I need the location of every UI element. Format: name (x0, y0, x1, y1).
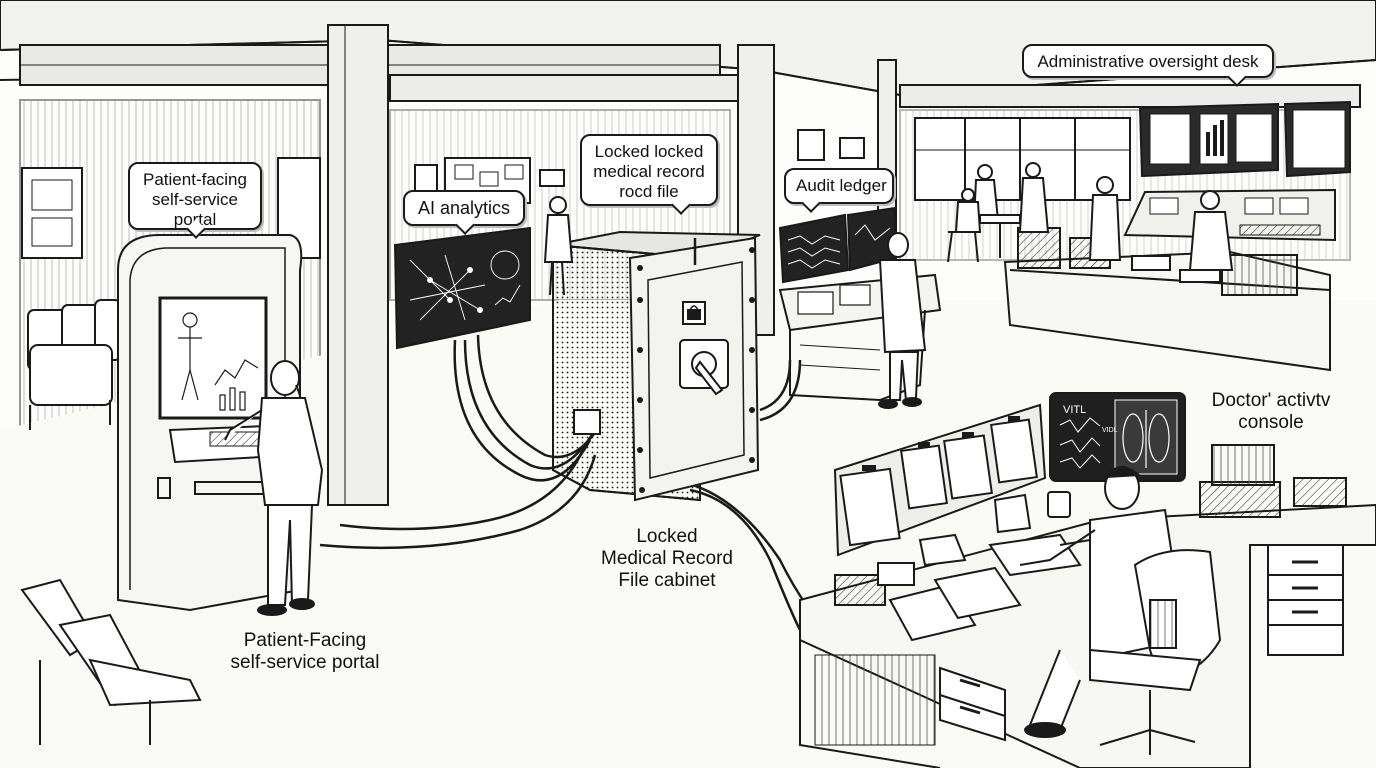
callout-patient-portal-line-1: Patient-facing (143, 170, 247, 189)
waiting-chairs-front (20, 578, 202, 745)
label-doctor-console-line-1: Doctor' activtv (1211, 390, 1331, 411)
desk-drawers-left (939, 666, 1006, 742)
callout-locked-file-line-3: rocd file (619, 182, 679, 201)
clipboard-clip-icon (862, 416, 1020, 471)
waiting-chairs-back (27, 299, 122, 430)
admin-wall-display-main (1138, 102, 1279, 178)
neural-network-graphic (409, 250, 521, 321)
callout-patient-portal-line-3: portal (173, 210, 217, 229)
ai-analytics-monitor (393, 226, 531, 350)
label-cabinet: Locked Medical Record File cabinet (592, 526, 742, 592)
label-doctor-console: Doctor' activtv console (1196, 390, 1346, 434)
background-staff-figure (543, 196, 574, 296)
admin-desk (1003, 227, 1331, 372)
locked-medical-record-cabinet (552, 230, 761, 502)
lock-icon (687, 305, 701, 320)
label-portal-floor-line-2: self-service portal (230, 652, 380, 673)
callout-patient-portal-line-2: self-service (152, 190, 238, 209)
callout-patient-portal: Patient-facing self-service portal (128, 162, 262, 230)
support-columns (327, 24, 897, 506)
chest-xray-icon (1122, 410, 1170, 468)
label-doctor-console-line-2: console (1238, 412, 1304, 433)
admin-staff-figures (947, 162, 1234, 271)
vitals-monitor: VITL VIDL (1049, 392, 1186, 482)
admin-control-console (1123, 188, 1336, 242)
cabinet-handle (679, 339, 729, 396)
callout-locked-file-line-1: Locked locked (594, 142, 704, 161)
audit-ledger-station (778, 206, 942, 402)
audit-staff-figure (878, 232, 927, 409)
callout-admin-desk: Administrative oversight desk (1022, 44, 1274, 78)
ledger-screen-waveforms (787, 224, 891, 269)
label-portal-floor-line-1: Patient-Facing (243, 630, 367, 651)
cabinet-rivets (637, 247, 755, 493)
callout-locked-file: Locked locked medical record rocd file (580, 134, 718, 206)
doctor-desk (799, 503, 1376, 768)
desk-drawers-right (1267, 544, 1344, 656)
vitals-screen-sublabel: VIDL (1102, 427, 1118, 434)
callout-audit-ledger: Audit ledger (784, 168, 894, 204)
clipboard-board (833, 403, 1047, 557)
vitals-screen-label: VITL (1063, 404, 1086, 416)
callout-ai-analytics: AI analytics (403, 190, 525, 226)
kiosk-screen-body-icon (178, 312, 259, 411)
label-cabinet-line-2: Medical Record (601, 548, 733, 569)
admin-wall-display-side (1283, 100, 1351, 178)
office-chair (1089, 549, 1222, 755)
label-portal-floor: Patient-Facing self-service portal (210, 630, 400, 674)
callout-audit-ledger-line-1: Audit ledger (796, 176, 887, 195)
desk-items (834, 444, 1347, 642)
label-cabinet-line-3: File cabinet (618, 570, 716, 591)
patient-figure (224, 360, 324, 616)
callout-locked-file-line-2: medical record (593, 162, 705, 181)
callout-admin-desk-line-1: Administrative oversight desk (1037, 52, 1259, 71)
label-cabinet-line-1: Locked (636, 526, 698, 547)
callout-ai-analytics-line-1: AI analytics (417, 198, 511, 218)
